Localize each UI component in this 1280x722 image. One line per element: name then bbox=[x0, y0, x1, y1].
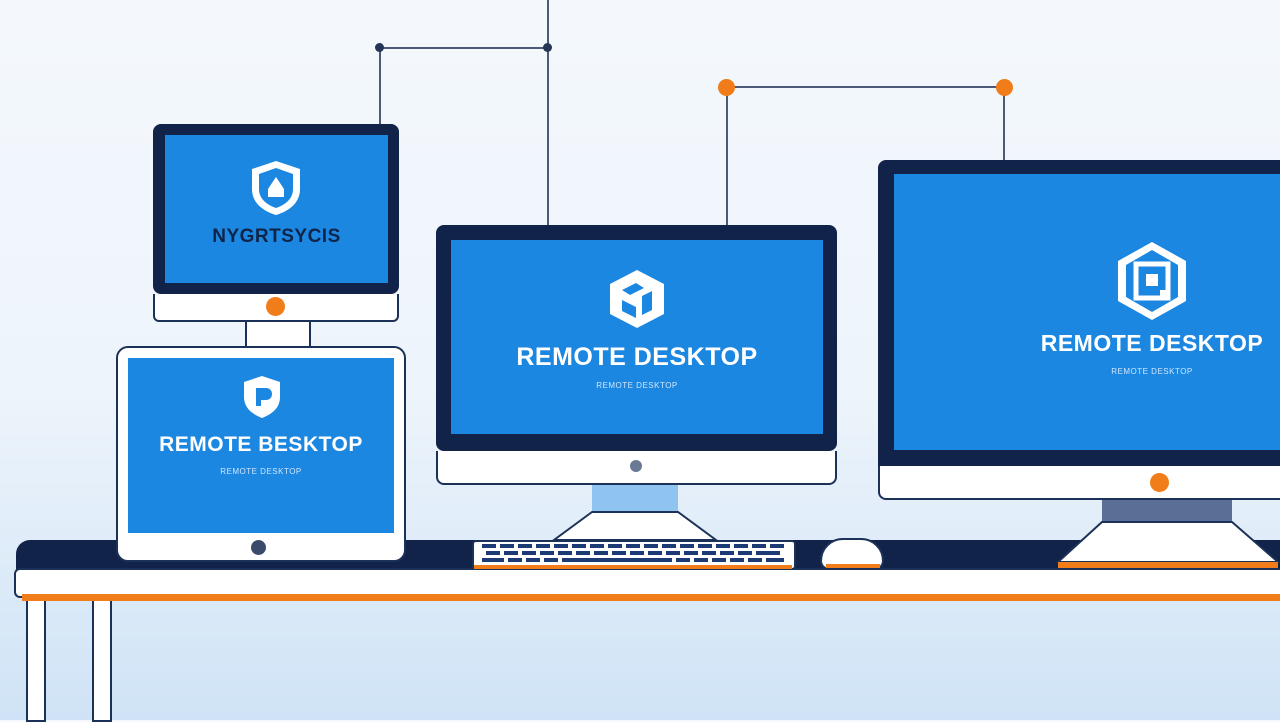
monitor-stand bbox=[550, 484, 720, 541]
connector-node bbox=[375, 43, 384, 52]
monitor-stand bbox=[245, 320, 311, 350]
screen-subtitle: REMOTE DESKTOP bbox=[1111, 367, 1193, 376]
home-button bbox=[251, 540, 266, 555]
keyboard-keys bbox=[482, 544, 784, 562]
screen-title: REMOTE DESKTOP bbox=[1040, 330, 1264, 356]
monitor-screen: NYGRTSYCIS bbox=[165, 135, 388, 283]
cube-icon bbox=[610, 270, 664, 328]
screen-title: NYGRTSYCIS bbox=[212, 226, 341, 247]
monitor-screen: REMOTE DESKTOP REMOTE DESKTOP bbox=[894, 174, 1280, 450]
power-indicator bbox=[266, 297, 285, 316]
power-indicator bbox=[630, 460, 642, 472]
monitor-screen: REMOTE DESKTOP REMOTE DESKTOP bbox=[451, 240, 823, 434]
shield-icon bbox=[252, 161, 300, 215]
monitor-stand bbox=[1056, 498, 1280, 568]
screen-subtitle: REMOTE DESKTOP bbox=[220, 467, 302, 476]
connector-node bbox=[543, 43, 552, 52]
shield-icon bbox=[244, 376, 280, 418]
connector-node bbox=[718, 79, 735, 96]
screen-title: REMOTE DESKTOP bbox=[516, 343, 758, 371]
connector-node bbox=[996, 79, 1013, 96]
hexagon-icon bbox=[1118, 242, 1186, 320]
screen-subtitle: REMOTE DESKTOP bbox=[596, 381, 678, 390]
power-indicator bbox=[1150, 473, 1169, 492]
screen-title: REMOTE BESKTOP bbox=[159, 433, 363, 456]
tablet-screen: REMOTE BESKTOP REMOTE DESKTOP bbox=[128, 358, 394, 533]
